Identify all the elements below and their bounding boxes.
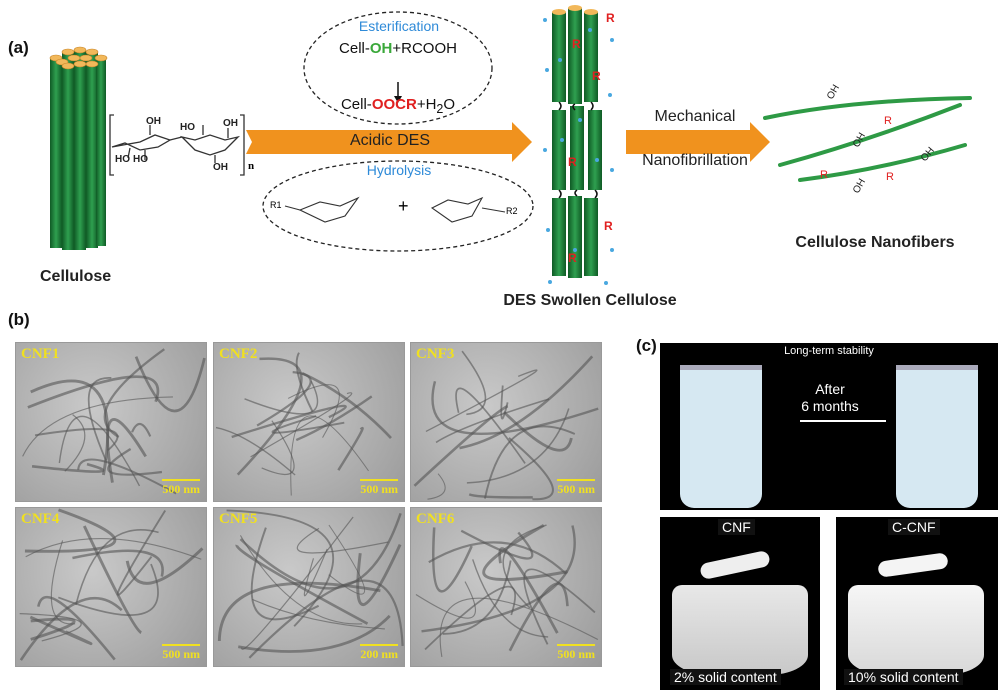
scale-bar: 200 nm bbox=[360, 644, 398, 662]
svg-text:R: R bbox=[886, 171, 894, 183]
tem-tag: CNF2 bbox=[219, 346, 258, 362]
svg-text:OH: OH bbox=[851, 177, 868, 195]
nanofibrillation-label: Nanofibrillation bbox=[642, 152, 748, 169]
c-cnf-name: C-CNF bbox=[888, 519, 940, 535]
c-cnf-photo: C-CNF 10% solid content bbox=[836, 517, 998, 690]
acidic-des-label: Acidic DES bbox=[349, 132, 431, 149]
tem-tag: CNF3 bbox=[416, 346, 455, 362]
svg-text:R: R bbox=[568, 155, 577, 169]
swollen-cellulose-label: DES Swollen Cellulose bbox=[503, 292, 677, 309]
beaker-before bbox=[680, 365, 762, 508]
svg-text:OH: OH bbox=[919, 145, 937, 164]
cnf-name: CNF bbox=[718, 519, 755, 535]
nanofiber-network bbox=[217, 509, 404, 659]
product-subscript: 2 bbox=[436, 102, 444, 116]
after-label-line1: After bbox=[815, 381, 845, 397]
svg-text:HO: HO bbox=[133, 154, 148, 165]
scale-bar: 500 nm bbox=[360, 479, 398, 497]
product-suffix: +H bbox=[416, 96, 437, 113]
panel-a-label: (a) bbox=[8, 38, 29, 57]
tem-image-cnf6: CNF6 500 nm bbox=[410, 507, 602, 667]
r2-label: R2 bbox=[506, 206, 518, 216]
cellulose-structure-icon bbox=[109, 114, 245, 176]
esterification-reactants: Cell-OH+RCOOH bbox=[318, 40, 478, 57]
tem-tag: CNF1 bbox=[21, 346, 60, 362]
svg-text:R: R bbox=[820, 169, 828, 181]
hydroxyl-group: OH bbox=[369, 40, 393, 57]
cnf-caption: 2% solid content bbox=[670, 669, 781, 685]
reactant-suffix: +RCOOH bbox=[392, 40, 457, 57]
svg-text:R: R bbox=[604, 219, 613, 233]
tem-image-cnf4: CNF4 500 nm bbox=[15, 507, 207, 667]
cnf-photo: CNF 2% solid content bbox=[660, 517, 820, 690]
r1-label: R1 bbox=[270, 200, 282, 210]
esterification-ellipse bbox=[303, 11, 493, 125]
plus-sign: + bbox=[398, 196, 409, 216]
svg-text:HO: HO bbox=[180, 122, 195, 133]
c-cnf-dish bbox=[848, 585, 984, 675]
cnf-dish bbox=[672, 585, 808, 675]
nanofibrillation-arrow bbox=[626, 122, 770, 162]
svg-text:OH: OH bbox=[223, 118, 238, 129]
svg-text:R: R bbox=[606, 11, 615, 25]
scale-bar: 500 nm bbox=[162, 644, 200, 662]
after-arrow-icon bbox=[800, 420, 886, 422]
stability-photo: Long-term stability After 6 months bbox=[660, 343, 998, 510]
product-prefix: Cell- bbox=[340, 96, 372, 113]
nanofiber-network bbox=[413, 350, 599, 501]
scale-bar: 500 nm bbox=[557, 644, 595, 662]
svg-text:R: R bbox=[884, 115, 892, 127]
c-cnf-spoon bbox=[877, 552, 949, 578]
tem-image-cnf5: CNF5 200 nm bbox=[213, 507, 405, 667]
esterification-products: Cell-OOCR+H2O bbox=[318, 96, 478, 116]
tem-image-cnf1: CNF1 500 nm bbox=[15, 342, 207, 502]
svg-text:R: R bbox=[568, 251, 577, 265]
tem-tag: CNF4 bbox=[21, 511, 60, 527]
hydrolysis-ellipse bbox=[262, 160, 534, 252]
svg-text:OH: OH bbox=[851, 131, 868, 149]
after-label-line2: 6 months bbox=[801, 398, 859, 414]
swollen-cellulose-icon bbox=[543, 5, 614, 285]
tem-tag: CNF6 bbox=[416, 511, 455, 527]
ester-group: OOCR bbox=[371, 96, 417, 113]
nanofibers-icon bbox=[763, 96, 972, 182]
hydrolysis-title: Hydrolysis bbox=[366, 162, 432, 178]
cellulose-nanofibers-label: Cellulose Nanofibers bbox=[795, 234, 955, 251]
glucose-structures-icon bbox=[284, 196, 506, 223]
cellulose-bundle-icon bbox=[49, 46, 108, 250]
cellulose-label: Cellulose bbox=[40, 268, 112, 285]
tem-tag: CNF5 bbox=[219, 511, 258, 527]
c-cnf-caption: 10% solid content bbox=[844, 669, 963, 685]
nanofiber-network bbox=[215, 352, 392, 496]
acidic-des-arrow bbox=[246, 122, 532, 162]
tem-image-cnf3: CNF3 500 nm bbox=[410, 342, 602, 502]
svg-text:R: R bbox=[592, 69, 601, 83]
nanofiber-network bbox=[22, 348, 206, 495]
tem-image-cnf2: CNF2 500 nm bbox=[213, 342, 405, 502]
svg-text:HO: HO bbox=[115, 154, 130, 165]
svg-text:R: R bbox=[572, 37, 581, 51]
panel-b-label: (b) bbox=[8, 310, 30, 329]
beaker-after bbox=[896, 365, 978, 508]
cnf-spoon bbox=[699, 549, 771, 581]
product-end: O bbox=[443, 96, 456, 113]
svg-text:OH: OH bbox=[825, 83, 842, 101]
scale-bar: 500 nm bbox=[557, 479, 595, 497]
scale-bar: 500 nm bbox=[162, 479, 200, 497]
repeat-unit-n: n bbox=[248, 160, 255, 172]
mechanical-label: Mechanical bbox=[654, 108, 736, 125]
stability-title: Long-term stability bbox=[784, 345, 874, 357]
svg-text:OH: OH bbox=[213, 162, 228, 173]
esterification-title: Esterification bbox=[358, 18, 440, 34]
nanofiber-network bbox=[415, 524, 599, 658]
nanofiber-network bbox=[19, 508, 204, 661]
svg-text:OH: OH bbox=[146, 116, 161, 127]
reactant-prefix: Cell- bbox=[339, 40, 370, 57]
panel-c-label: (c) bbox=[636, 336, 657, 355]
